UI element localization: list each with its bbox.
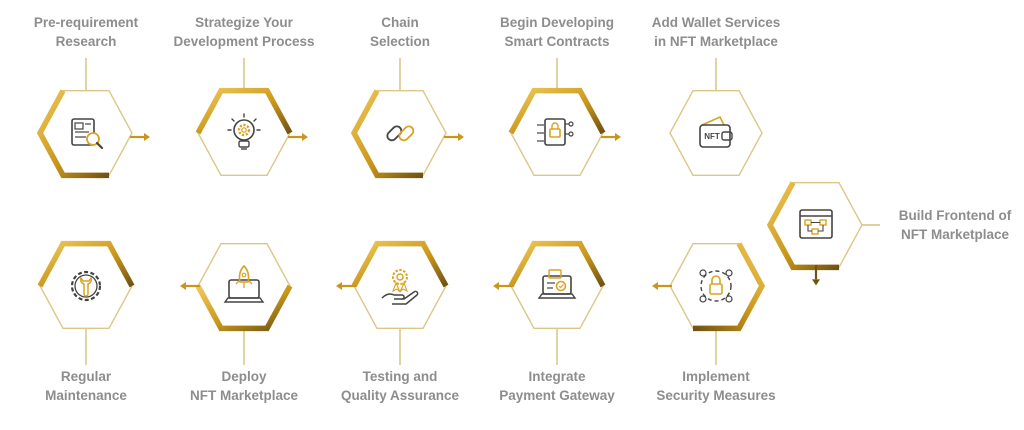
label-line: NFT Marketplace: [900, 227, 1010, 242]
label-line: Build Frontend of: [898, 208, 1012, 223]
security-lock-icon: [699, 269, 733, 303]
arrow-after-testing-quality-assurance: [336, 282, 356, 290]
nft-wallet-icon: NFT: [699, 115, 733, 148]
rocket-laptop-icon: [223, 264, 265, 303]
label-line: Testing and: [362, 369, 438, 384]
arrow-after-build-frontend: [812, 265, 820, 286]
hexagon-accent: [508, 87, 606, 135]
hexagon-begin-developing-smart-contracts: [508, 87, 606, 177]
arrow-after-integrate-payment-gateway: [493, 282, 513, 290]
hexagon-accent: [37, 240, 135, 288]
arrow-after-deploy-nft-marketplace: [180, 282, 200, 290]
label-line: Smart Contracts: [504, 34, 610, 49]
label-line: Pre-requirement: [33, 15, 139, 30]
label-line: Security Measures: [656, 388, 776, 403]
label-build-frontend: Build Frontend of NFT Marketplace: [875, 206, 1024, 244]
label-line: Development Process: [173, 34, 315, 49]
chain-link-icon: [386, 125, 415, 142]
label-line: Chain: [381, 15, 419, 30]
document-search-icon: [71, 118, 104, 150]
label-line: Strategize Your: [195, 15, 293, 30]
svg-text:NFT: NFT: [704, 132, 720, 141]
label-line: Selection: [369, 34, 431, 49]
hexagon-accent: [195, 87, 293, 135]
label-line: Deploy: [221, 369, 267, 384]
hexagon-accent: [693, 242, 766, 332]
hexagon-accent: [508, 240, 606, 288]
hexagon-regular-maintenance: [37, 240, 135, 330]
label-line: Add Wallet Services: [651, 15, 781, 30]
label-line: Research: [55, 34, 117, 49]
hexagon-accent: [195, 284, 293, 332]
hexagon-accent: [350, 89, 423, 179]
frontend-flowchart-icon: [799, 209, 833, 239]
label-line: Begin Developing: [499, 15, 614, 30]
hexagon-accent: [36, 89, 109, 179]
arrow-after-strategize-development-process: [288, 133, 308, 141]
label-line: Payment Gateway: [499, 388, 615, 403]
hexagon-nodes: NFT: [36, 87, 863, 332]
label-line: NFT Marketplace: [189, 388, 299, 403]
label-line: Integrate: [528, 369, 586, 384]
arrow-after-begin-developing-smart-contracts: [601, 133, 621, 141]
hexagon-add-wallet-services: [669, 89, 763, 177]
hexagon-implement-security-measures: [669, 242, 766, 332]
hexagon-strategize-development-process: [195, 87, 293, 177]
hexagon-pre-requirement-research: [36, 89, 133, 179]
label-add-wallet-services: Add Wallet Services in NFT Marketplace: [621, 13, 811, 51]
hexagon-accent: [351, 240, 449, 288]
gear-wrench-icon: [70, 270, 102, 302]
arrow-after-chain-selection: [444, 133, 464, 141]
flow-arrows: [130, 133, 820, 290]
label-line: Regular: [60, 369, 112, 384]
quality-badge-hand-icon: [381, 269, 419, 305]
arrow-after-pre-requirement-research: [130, 133, 150, 141]
smart-contract-icon: [537, 118, 574, 146]
lightbulb-gear-icon: [227, 113, 261, 150]
connector-lines: [85, 58, 880, 365]
label-line: Implement: [682, 369, 750, 384]
hexagon-testing-quality-assurance: [351, 240, 449, 330]
payment-laptop-icon: [537, 269, 577, 299]
label-line: Quality Assurance: [340, 388, 460, 403]
arrow-after-implement-security-measures: [652, 282, 672, 290]
label-line: in NFT Marketplace: [654, 34, 778, 49]
label-line: Maintenance: [45, 388, 127, 403]
hexagon-build-frontend: [766, 181, 863, 271]
